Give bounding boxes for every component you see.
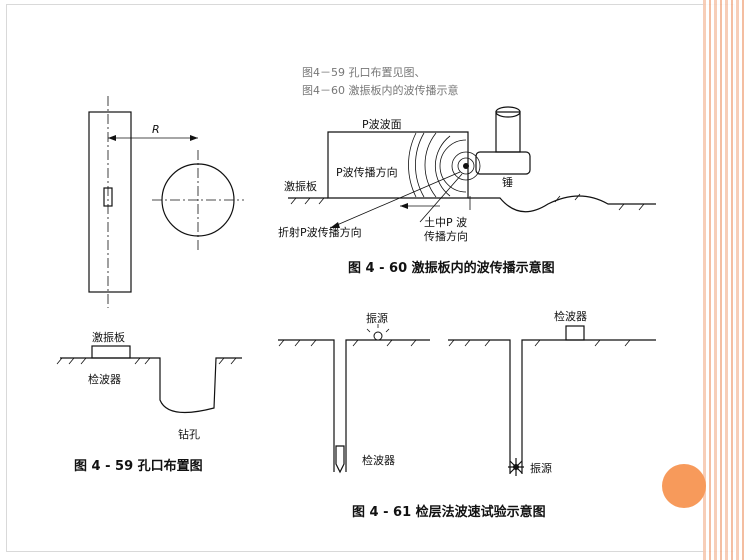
- fig60-plate: [327, 131, 469, 199]
- fig60-refracted-arrowhead: [330, 222, 340, 228]
- fig59-column: [88, 111, 132, 293]
- fig59-plate: [91, 345, 131, 359]
- fig60-hammer-label: 锤: [502, 175, 513, 189]
- fig60-p-wave-front-label: P波波面: [362, 118, 402, 131]
- fig60-p-wave-dir-label: P波传播方向: [336, 165, 398, 179]
- fig61-detector-probe: [335, 445, 345, 474]
- fig59-ground-hatch: [56, 357, 237, 365]
- accent-circle: [662, 464, 706, 508]
- fig60-caption: 图 4 - 60 激振板内的波传播示意图: [348, 260, 555, 276]
- fig59-detector-label: 检波器: [88, 372, 121, 386]
- fig60-surface-arrowhead: [400, 203, 408, 209]
- slide-frame: [6, 4, 735, 552]
- fig59-plate-label: 激振板: [92, 330, 125, 344]
- fig60-soil-p-label-2: 传播方向: [424, 229, 468, 243]
- fig61-detector-bottom-label: 检波器: [362, 453, 395, 467]
- fig60-refracted-label: 折射P波传播方向: [278, 225, 362, 239]
- fig61-detector-top: [565, 325, 585, 341]
- fig60-soil-arrow: [419, 173, 463, 223]
- header-line-1: 图4－59 孔口布置见图、: [302, 66, 426, 79]
- fig60-impact-ring: [451, 151, 481, 181]
- fig59-hole: [103, 187, 113, 207]
- fig60-ground-hatch: [290, 193, 645, 211]
- figure-4-59: R 激振板 检波器 钻孔 图 4 - 59 孔口布置图: [56, 96, 244, 474]
- fig59-r-arrow-left: [108, 135, 116, 141]
- fig60-wave-arc: [415, 132, 425, 198]
- fig60-impact-ring: [457, 157, 475, 175]
- fig60-soil-p-label-1: 土中P 波: [424, 216, 467, 229]
- fig60-ground: [288, 195, 656, 213]
- fig59-ground-profile: [60, 357, 242, 414]
- fig61-caption: 图 4 - 61 检层法波速试验示意图: [352, 504, 546, 520]
- fig60-hammer-handle: [495, 111, 521, 153]
- fig60-refracted-arrow: [329, 171, 461, 229]
- fig61-source-bottom-label: 振源: [530, 461, 552, 475]
- fig60-plate-label: 激振板: [284, 179, 317, 193]
- fig60-wave-arc: [408, 132, 417, 198]
- figure-4-61: 振源 检波器 检波器 振源 图 4 - 61 检层法波速试验示意图: [278, 309, 656, 520]
- fig60-wave-arc: [434, 135, 451, 197]
- fig59-hole-label: 钻孔: [178, 427, 200, 441]
- fig61-source-top-label: 振源: [366, 311, 388, 325]
- fig61-left-borehole: [278, 339, 430, 472]
- fig60-hammer-head: [475, 151, 531, 175]
- fig59-r-arrow-right: [190, 135, 198, 141]
- figure-4-60: 锤 P波波面 P波传播方向 激振板 折射P波传播方向 土中P 波 传播方向 图 …: [278, 106, 656, 276]
- fig60-wave-arc: [439, 139, 467, 193]
- fig61-right-hatch: [448, 339, 631, 347]
- fig59-r-label: R: [152, 123, 160, 136]
- fig60-hammer-handle-top: [495, 106, 521, 118]
- decorative-stripes: [703, 0, 745, 560]
- fig61-source-rays-top: [366, 324, 390, 333]
- fig61-right-borehole: [448, 339, 656, 474]
- fig60-wave-arc: [424, 132, 437, 198]
- header-line-2: 图4－60 激振板内的波传播示意: [302, 83, 459, 97]
- fig60-impact-point: [463, 163, 469, 169]
- fig61-detector-top-label: 检波器: [554, 309, 587, 323]
- fig61-source-icon-bottom: [513, 464, 519, 470]
- fig61-source-icon-top: [373, 331, 383, 341]
- fig61-left-hatch: [278, 339, 417, 347]
- fig59-caption: 图 4 - 59 孔口布置图: [74, 458, 203, 474]
